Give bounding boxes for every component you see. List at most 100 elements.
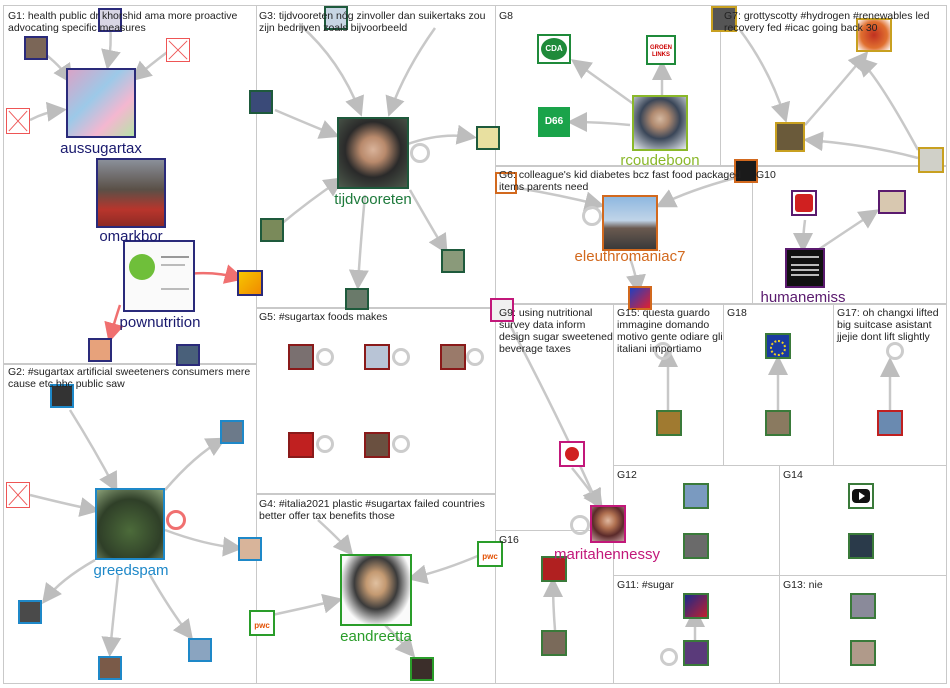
- self-loop-icon: [660, 648, 678, 666]
- avatar[interactable]: [775, 122, 805, 152]
- avatar[interactable]: [324, 6, 348, 30]
- edge: [29, 493, 100, 517]
- group-label-g9: G9: using nutritional survey data inform…: [499, 307, 616, 355]
- edge: [385, 27, 437, 117]
- youtube-icon[interactable]: [848, 483, 874, 509]
- edge: [655, 176, 736, 208]
- cda-logo[interactable]: CDA: [537, 34, 571, 64]
- avatar[interactable]: [683, 533, 709, 559]
- avatar[interactable]: [734, 159, 758, 183]
- edge: [856, 56, 920, 151]
- avatar[interactable]: [238, 537, 262, 561]
- avatar[interactable]: [878, 190, 906, 214]
- x-placeholder-icon[interactable]: [166, 38, 190, 62]
- avatar[interactable]: [541, 630, 567, 656]
- avatar[interactable]: [848, 533, 874, 559]
- self-loop-icon: [392, 348, 410, 366]
- avatar[interactable]: [683, 640, 709, 666]
- edge: [148, 574, 194, 640]
- avatar[interactable]: [364, 432, 390, 458]
- avatar[interactable]: [656, 410, 682, 436]
- avatar[interactable]: [188, 638, 212, 662]
- edge: [571, 467, 603, 510]
- avatar[interactable]: [220, 420, 244, 444]
- avatar[interactable]: [50, 384, 74, 408]
- avatar[interactable]: [345, 288, 369, 310]
- avatar[interactable]: [850, 593, 876, 619]
- avatar[interactable]: [288, 344, 314, 370]
- avatar-tijdvooreten[interactable]: [337, 117, 409, 189]
- edge: [164, 437, 227, 491]
- groenlinks-logo[interactable]: GROEN LINKS: [646, 35, 676, 65]
- avatar-rcoudeboon[interactable]: [632, 95, 688, 151]
- cda-logo-text: CDA: [541, 38, 567, 60]
- avatar-omarkbor[interactable]: [96, 158, 166, 228]
- edge: [803, 131, 919, 160]
- group-label-g15: G15: questa guardo immagine domando moti…: [617, 307, 726, 355]
- group-label-g7: G7: grottyscotty #hydrogen #renewables l…: [724, 10, 933, 34]
- avatar[interactable]: [495, 172, 517, 194]
- avatar-greedspam[interactable]: [95, 488, 165, 560]
- pwc-logo-text: pwc: [482, 552, 498, 561]
- node-label-omarkbor: omarkbor: [99, 228, 163, 245]
- pwc-logo[interactable]: pwc: [249, 610, 275, 636]
- avatar[interactable]: [260, 218, 284, 242]
- group-box-g5: [256, 307, 496, 495]
- avatar[interactable]: [24, 36, 48, 60]
- edge: [299, 24, 364, 117]
- avatar-eleuthromaniac7[interactable]: [602, 195, 658, 251]
- group-label-g12: G12: [617, 469, 637, 481]
- avatar[interactable]: [237, 270, 263, 296]
- avatar[interactable]: [288, 432, 314, 458]
- avatar[interactable]: [98, 656, 122, 680]
- avatar-maritahennessy[interactable]: [590, 505, 626, 543]
- group-box-g10: [752, 165, 947, 305]
- edge: [164, 528, 243, 557]
- avatar[interactable]: [683, 483, 709, 509]
- avatar-humanemiss[interactable]: [785, 248, 825, 288]
- avatar[interactable]: [98, 8, 122, 32]
- x-placeholder-icon[interactable]: [6, 108, 30, 134]
- node-label-eleuthromaniac7: eleuthromaniac7: [574, 248, 686, 265]
- d66-logo-text: D66: [544, 116, 564, 127]
- node-label-rcoudeboon: rcoudeboon: [620, 152, 700, 169]
- group-label-g2: G2: #sugartax artificial sweeteners cons…: [8, 366, 254, 390]
- avatar[interactable]: [364, 344, 390, 370]
- self-loop-icon: [582, 206, 602, 226]
- avatar[interactable]: [918, 147, 944, 173]
- edge: [570, 59, 636, 107]
- avatar[interactable]: [88, 338, 112, 362]
- avatar[interactable]: [476, 126, 500, 150]
- edge: [407, 553, 481, 585]
- avatar[interactable]: [559, 441, 585, 467]
- avatar[interactable]: [441, 249, 465, 273]
- d66-logo[interactable]: D66: [538, 107, 570, 137]
- edge: [274, 108, 340, 139]
- group-label-g16: G16: [499, 534, 519, 546]
- avatar-pownutrition[interactable]: [123, 240, 195, 312]
- avatar[interactable]: [440, 344, 466, 370]
- avatar-eandreetta[interactable]: [340, 554, 412, 626]
- group-label-g13: G13: nie: [783, 579, 823, 591]
- avatar[interactable]: [176, 344, 200, 366]
- edge: [567, 112, 631, 133]
- node-label-aussugartax: aussugartax: [60, 140, 142, 157]
- node-label-pownutrition: pownutrition: [119, 314, 201, 331]
- avatar[interactable]: [856, 18, 892, 52]
- self-loop-icon: [316, 435, 334, 453]
- avatar[interactable]: [850, 640, 876, 666]
- avatar[interactable]: [711, 6, 737, 32]
- avatar[interactable]: [249, 90, 273, 114]
- avatar[interactable]: [18, 600, 42, 624]
- avatar[interactable]: [410, 657, 434, 681]
- avatar[interactable]: [490, 298, 514, 322]
- avatar-aussugartax[interactable]: [66, 68, 136, 138]
- pwc-logo[interactable]: pwc: [477, 541, 503, 567]
- group-label-g18: G18: [727, 307, 747, 319]
- avatar[interactable]: [765, 410, 791, 436]
- x-placeholder-icon[interactable]: [6, 482, 30, 508]
- avatar[interactable]: [791, 190, 817, 216]
- avatar[interactable]: [765, 333, 791, 359]
- avatar[interactable]: [683, 593, 709, 619]
- avatar[interactable]: [877, 410, 903, 436]
